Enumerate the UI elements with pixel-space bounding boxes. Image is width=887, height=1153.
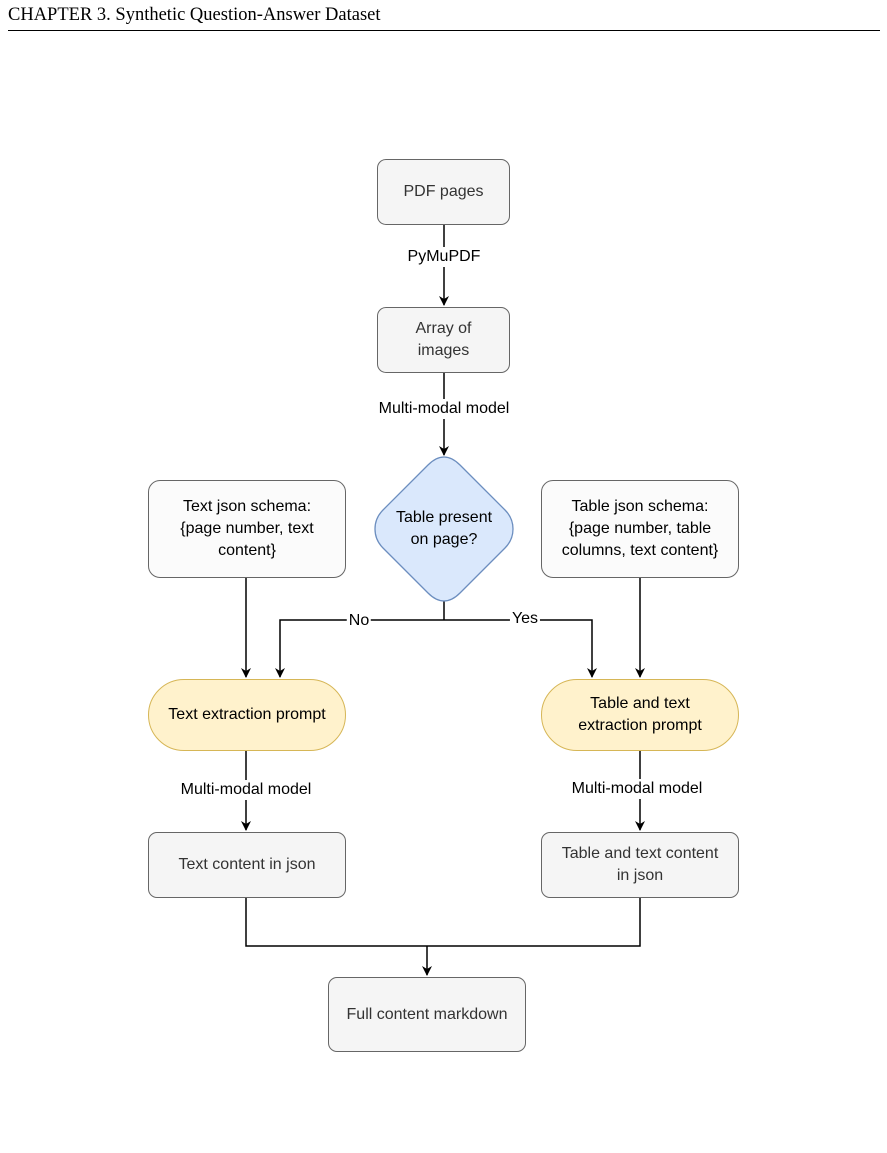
node-full-content-markdown: Full content markdown [328,977,526,1052]
node-table-text-content-json: Table and text content in json [541,832,739,898]
edge-label-pymupdf: PyMuPDF [405,247,483,267]
edge-label-multimodal-right: Multi-modal model [569,779,705,799]
edge-yes-branch [444,619,597,678]
node-decision-label: Table present on page? [395,509,493,548]
edge-label-multimodal-1: Multi-modal model [376,399,512,419]
node-table-text-extraction-prompt: Table and text extraction prompt [541,679,739,751]
node-array-of-images: Array of images [377,307,510,373]
node-table-json-schema: Table json schema: {page number, table c… [541,480,739,578]
node-text-extraction-prompt: Text extraction prompt [148,679,346,751]
edge-label-multimodal-left: Multi-modal model [178,780,314,800]
node-text-json-schema: Text json schema: {page number, text con… [148,480,346,578]
edge-label-yes: Yes [509,609,541,629]
decision-diamond [374,456,514,602]
node-text-content-json: Text content in json [148,832,346,898]
edge-no-branch [275,619,444,678]
edge-text-json-to-merge [245,898,641,947]
header-rule [8,30,880,31]
chapter-header: CHAPTER 3. Synthetic Question-Answer Dat… [8,5,381,25]
node-pdf-pages: PDF pages [377,159,510,225]
edge-label-no: No [346,611,372,631]
